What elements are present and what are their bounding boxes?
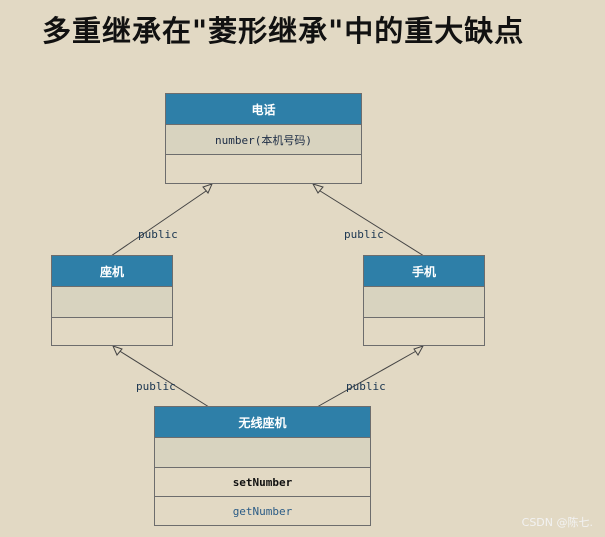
edge-label-cordless-mobile: public xyxy=(346,380,386,393)
edge-mobile-to-phone xyxy=(316,188,425,257)
class-cordless-attributes xyxy=(155,438,370,468)
edge-landline-to-phone xyxy=(110,188,210,257)
class-cordless-op-setnumber: setNumber xyxy=(155,468,370,497)
class-landline-operations xyxy=(52,318,172,345)
class-mobile-attributes xyxy=(364,287,484,318)
class-landline: 座机 xyxy=(51,255,173,346)
class-landline-attributes xyxy=(52,287,172,318)
class-phone-attribute: number(本机号码) xyxy=(166,125,361,155)
class-cordless: 无线座机 setNumber getNumber xyxy=(154,406,371,526)
class-landline-name: 座机 xyxy=(52,256,172,287)
class-mobile: 手机 xyxy=(363,255,485,346)
class-phone-operations xyxy=(166,155,361,183)
arrowhead-cordless-mobile xyxy=(413,345,425,356)
edge-cordless-to-mobile xyxy=(316,349,419,408)
class-cordless-name: 无线座机 xyxy=(155,407,370,438)
page-title: 多重继承在"菱形继承"中的重大缺点 xyxy=(42,14,525,48)
edge-label-mobile-phone: public xyxy=(344,228,384,241)
edge-label-landline-phone: public xyxy=(138,228,178,241)
watermark: CSDN @陈七. xyxy=(521,516,593,529)
class-mobile-name: 手机 xyxy=(364,256,484,287)
class-cordless-op-getnumber: getNumber xyxy=(155,497,370,525)
class-mobile-operations xyxy=(364,318,484,345)
arrowhead-cordless-landline xyxy=(112,345,123,356)
class-phone: 电话 number(本机号码) xyxy=(165,93,362,184)
edge-label-cordless-landline: public xyxy=(136,380,176,393)
arrowhead-mobile-phone xyxy=(311,183,324,194)
edge-cordless-to-landline xyxy=(117,349,210,408)
class-phone-name: 电话 xyxy=(166,94,361,125)
arrowhead-landline-phone xyxy=(202,183,213,194)
